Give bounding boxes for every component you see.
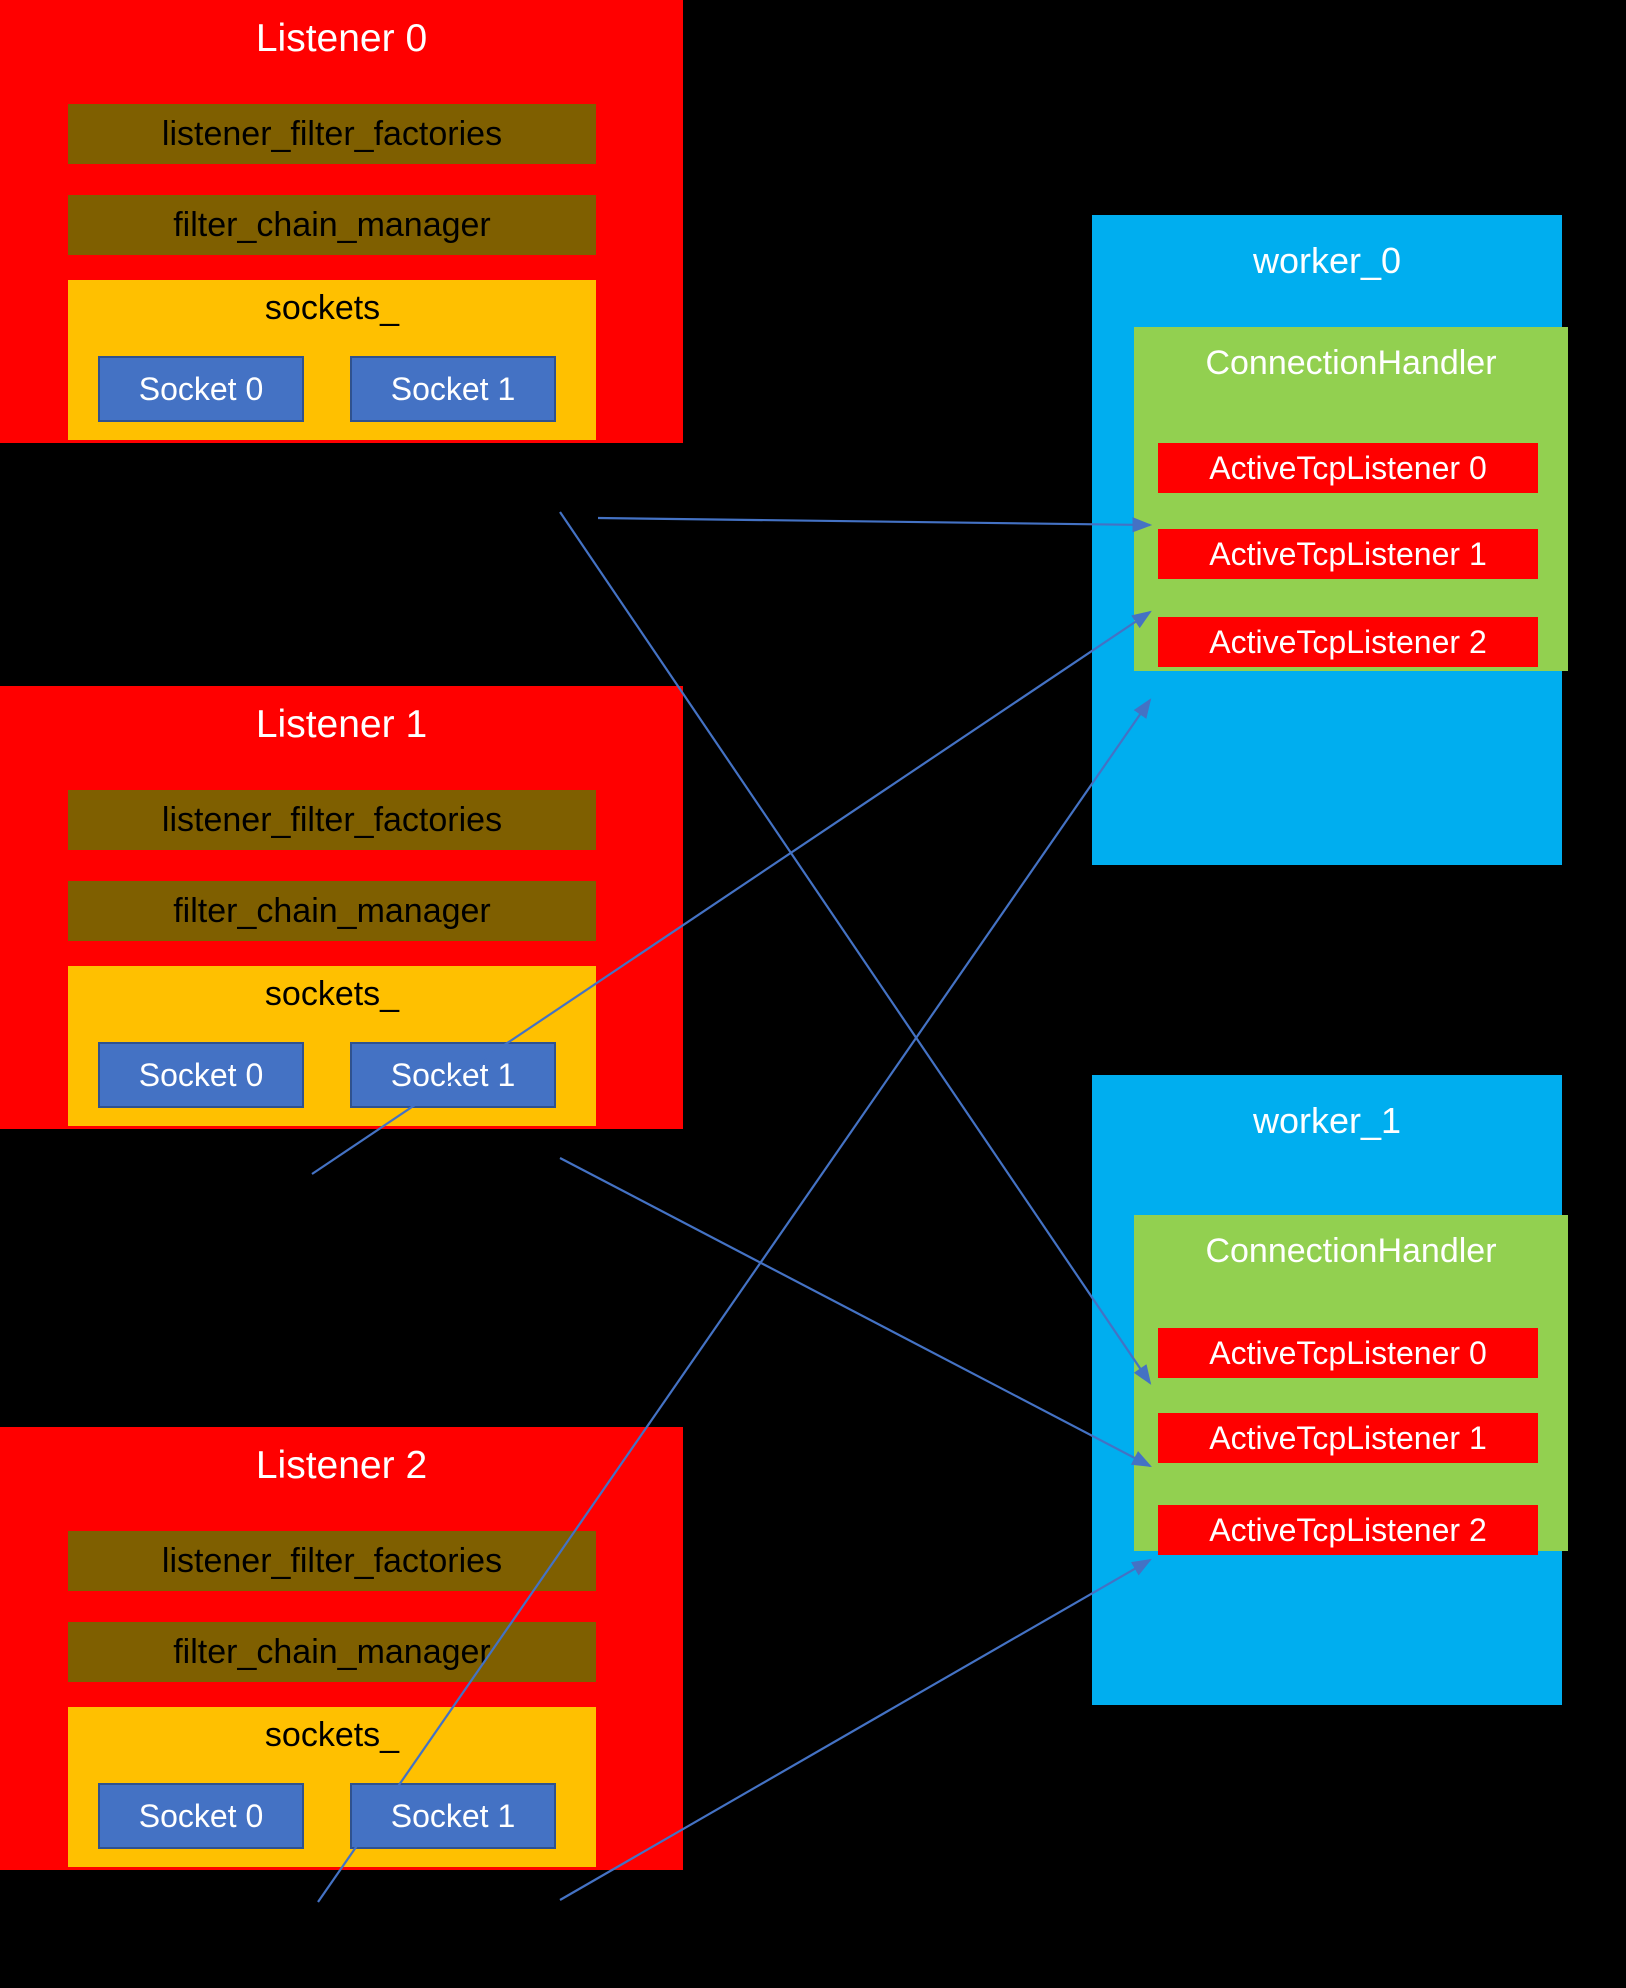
listener-title-1: Listener 1 bbox=[255, 703, 428, 746]
listener-box-2[interactable]: Listener 2 listener_filter_factories fil… bbox=[0, 1427, 683, 1870]
listener-2-socket-0[interactable]: Socket 0 bbox=[98, 1783, 304, 1849]
listener-1-filter-chain-manager[interactable]: filter_chain_manager bbox=[68, 881, 596, 941]
worker-0-connection-handler-label: ConnectionHandler bbox=[1205, 344, 1497, 382]
worker-0-active-tcp-listener-2[interactable]: ActiveTcpListener 2 bbox=[1158, 617, 1538, 667]
worker-1-active-tcp-listener-1[interactable]: ActiveTcpListener 1 bbox=[1158, 1413, 1538, 1463]
worker-box-1[interactable]: worker_1 ConnectionHandler ActiveTcpList… bbox=[1092, 1075, 1568, 1705]
worker-1-connection-handler[interactable]: ConnectionHandler ActiveTcpListener 0 Ac… bbox=[1134, 1215, 1568, 1555]
listener-box-1[interactable]: Listener 1 listener_filter_factories fil… bbox=[0, 686, 683, 1129]
worker-box-0[interactable]: worker_0 ConnectionHandler ActiveTcpList… bbox=[1092, 215, 1568, 865]
listener-0-sockets-container[interactable]: sockets_ Socket 0 Socket 1 bbox=[68, 280, 596, 440]
listener-1-sockets-container[interactable]: sockets_ Socket 0 Socket 1 bbox=[68, 966, 596, 1126]
listener-0-listener-filter-factories[interactable]: listener_filter_factories bbox=[68, 104, 596, 164]
worker-1-active-tcp-listener-0[interactable]: ActiveTcpListener 0 bbox=[1158, 1328, 1538, 1378]
worker-0-active-tcp-listener-1[interactable]: ActiveTcpListener 1 bbox=[1158, 529, 1538, 579]
listener-0-sockets-label: sockets_ bbox=[264, 289, 400, 327]
listener-2-sockets-label: sockets_ bbox=[264, 1716, 400, 1754]
listener-2-listener-filter-factories[interactable]: listener_filter_factories bbox=[68, 1531, 596, 1591]
worker-1-active-tcp-listener-2[interactable]: ActiveTcpListener 2 bbox=[1158, 1505, 1538, 1555]
listener-1-socket-0[interactable]: Socket 0 bbox=[98, 1042, 304, 1108]
listener-title-0: Listener 0 bbox=[255, 17, 428, 60]
connector-l0s0-w0atl0 bbox=[597, 516, 1153, 533]
listener-box-0[interactable]: Listener 0 listener_filter_factories fil… bbox=[0, 0, 683, 443]
listener-0-socket-0[interactable]: Socket 0 bbox=[98, 356, 304, 422]
listener-2-sockets-container[interactable]: sockets_ Socket 0 Socket 1 bbox=[68, 1707, 596, 1867]
listener-0-filter-chain-manager[interactable]: filter_chain_manager bbox=[68, 195, 596, 255]
worker-1-connection-handler-label: ConnectionHandler bbox=[1205, 1232, 1497, 1270]
listener-1-socket-1[interactable]: Socket 1 bbox=[350, 1042, 556, 1108]
listener-1-sockets-label: sockets_ bbox=[264, 975, 400, 1013]
listener-2-filter-chain-manager[interactable]: filter_chain_manager bbox=[68, 1622, 596, 1682]
worker-title-1: worker_1 bbox=[1252, 1100, 1402, 1141]
connector-l1s1-w1atl1 bbox=[559, 1157, 1152, 1468]
listener-2-socket-1[interactable]: Socket 1 bbox=[350, 1783, 556, 1849]
worker-title-0: worker_0 bbox=[1252, 240, 1402, 281]
listener-0-socket-1[interactable]: Socket 1 bbox=[350, 356, 556, 422]
worker-0-active-tcp-listener-0[interactable]: ActiveTcpListener 0 bbox=[1158, 443, 1538, 493]
listener-1-listener-filter-factories[interactable]: listener_filter_factories bbox=[68, 790, 596, 850]
listener-title-2: Listener 2 bbox=[255, 1444, 428, 1487]
worker-0-connection-handler[interactable]: ConnectionHandler ActiveTcpListener 0 Ac… bbox=[1134, 327, 1568, 671]
